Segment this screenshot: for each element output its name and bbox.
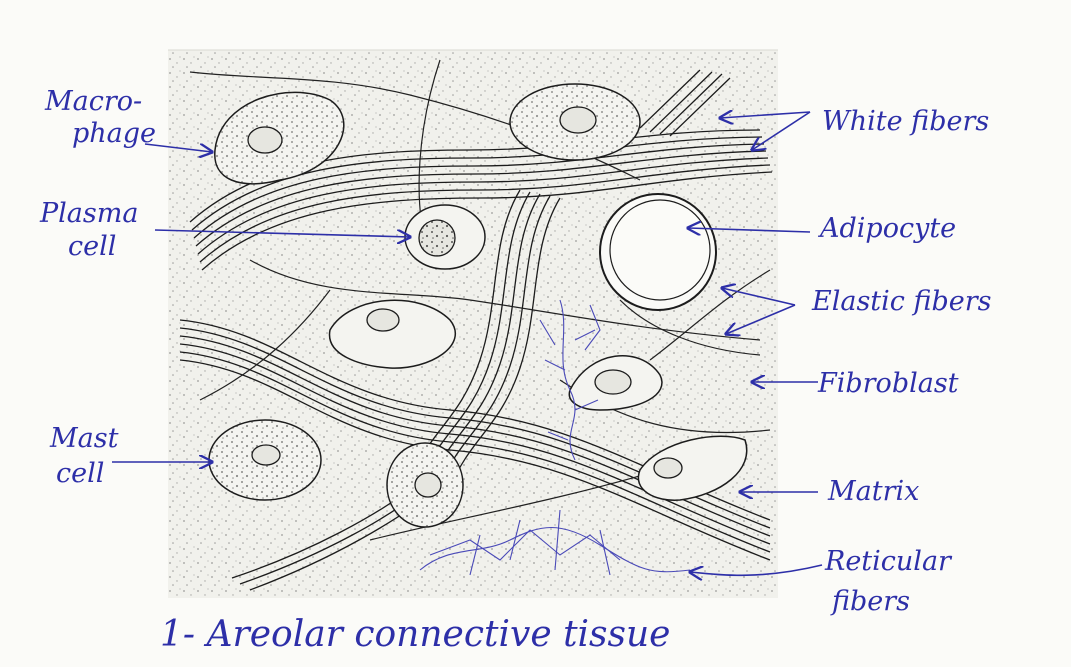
label-reticular-fibers-line1: Reticular bbox=[824, 546, 953, 577]
plasma-cell bbox=[405, 205, 485, 269]
label-macrophage-line1: Macro- bbox=[44, 86, 142, 117]
label-fibroblast: Fibroblast bbox=[817, 368, 959, 399]
label-plasma-cell-line1: Plasma bbox=[39, 198, 138, 229]
mast-cell bbox=[209, 420, 321, 500]
label-mast-cell-line1: Mast bbox=[49, 423, 119, 454]
label-plasma-cell-line2: cell bbox=[68, 231, 116, 262]
label-reticular-fibers-line2: fibers bbox=[830, 586, 910, 617]
adipocyte-cell bbox=[600, 194, 716, 310]
label-white-fibers: White fibers bbox=[822, 106, 989, 137]
label-macrophage-line2: phage bbox=[72, 118, 156, 149]
upper-cell bbox=[510, 84, 640, 160]
label-matrix: Matrix bbox=[827, 476, 919, 507]
lower-cell bbox=[387, 443, 463, 527]
label-adipocyte: Adipocyte bbox=[817, 213, 956, 244]
diagram-title: 1- Areolar connective tissue bbox=[160, 614, 671, 655]
label-mast-cell-line2: cell bbox=[56, 458, 104, 489]
label-elastic-fibers: Elastic fibers bbox=[811, 286, 992, 317]
